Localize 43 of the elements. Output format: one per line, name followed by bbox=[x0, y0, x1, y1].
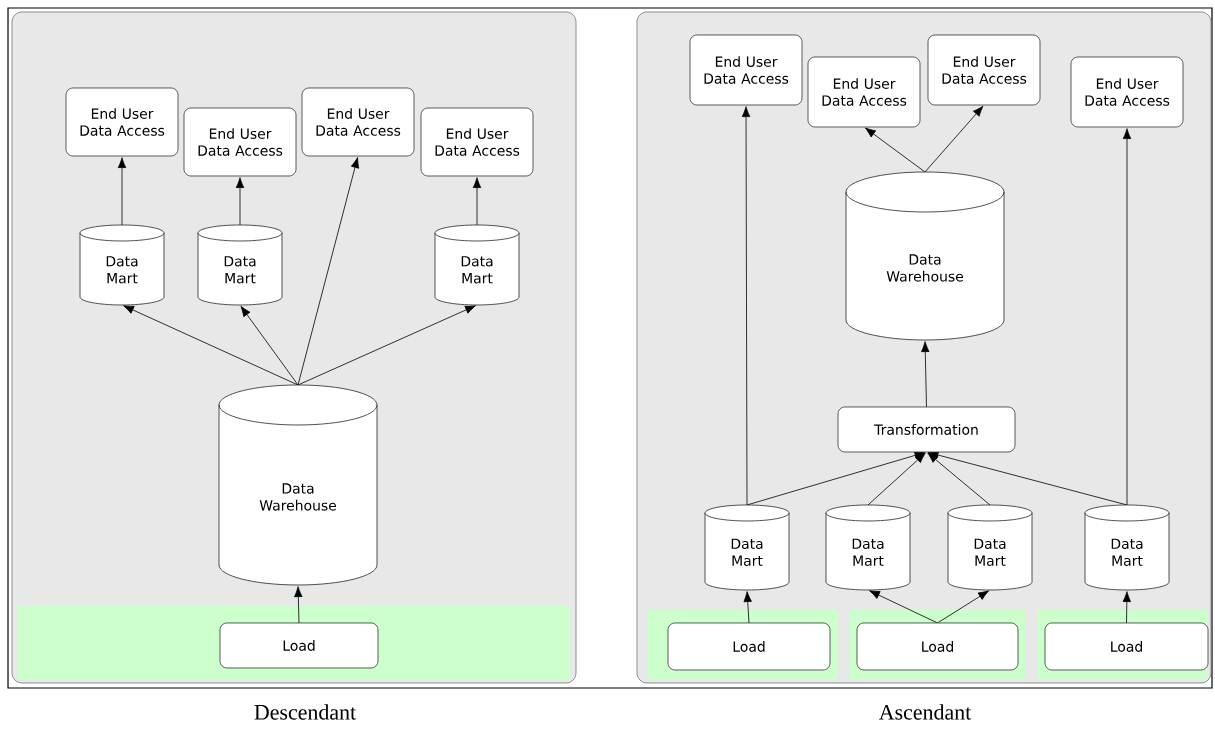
database-cylinder: Data Mart bbox=[825, 504, 911, 591]
database-cylinder: Data Warehouse bbox=[218, 384, 378, 586]
process-box: Load bbox=[856, 622, 1019, 671]
panel-caption: Descendant bbox=[254, 704, 356, 720]
process-box: Load bbox=[1044, 622, 1209, 671]
process-box: End User Data Access bbox=[301, 87, 415, 157]
arrow bbox=[927, 452, 991, 506]
process-box: End User Data Access bbox=[65, 87, 179, 157]
arrow bbox=[117, 157, 127, 226]
arrow bbox=[743, 591, 752, 624]
arrow bbox=[869, 590, 938, 624]
process-box: End User Data Access bbox=[1070, 56, 1184, 128]
database-cylinder: Data Mart bbox=[704, 504, 790, 591]
arrow bbox=[294, 586, 303, 624]
arrow bbox=[123, 305, 299, 386]
arrow bbox=[1122, 591, 1132, 624]
process-box: Transformation bbox=[837, 406, 1016, 453]
database-cylinder: Data Mart bbox=[947, 504, 1033, 591]
arrow bbox=[472, 177, 482, 226]
process-box: End User Data Access bbox=[689, 34, 803, 106]
arrow bbox=[297, 305, 476, 386]
panel-caption: Ascendant bbox=[878, 704, 972, 720]
arrow bbox=[924, 105, 984, 173]
arrow bbox=[240, 305, 299, 386]
process-box: Load bbox=[219, 622, 379, 669]
arrow bbox=[235, 177, 245, 226]
arrow bbox=[297, 157, 360, 386]
database-cylinder: Data Mart bbox=[434, 224, 520, 306]
database-cylinder: Data Mart bbox=[1084, 504, 1170, 591]
process-box: Load bbox=[667, 622, 831, 671]
database-cylinder: Data Warehouse bbox=[845, 171, 1005, 341]
process-box: End User Data Access bbox=[183, 107, 297, 177]
process-box: End User Data Access bbox=[927, 34, 1041, 106]
arrow bbox=[867, 452, 926, 506]
process-box: End User Data Access bbox=[807, 56, 921, 128]
arrow bbox=[741, 106, 751, 506]
arrow bbox=[864, 127, 926, 173]
arrow bbox=[937, 590, 989, 624]
process-box: End User Data Access bbox=[420, 107, 534, 177]
arrow bbox=[921, 341, 930, 408]
database-cylinder: Data Mart bbox=[79, 224, 165, 306]
arrow bbox=[1122, 128, 1132, 506]
database-cylinder: Data Mart bbox=[197, 224, 283, 306]
